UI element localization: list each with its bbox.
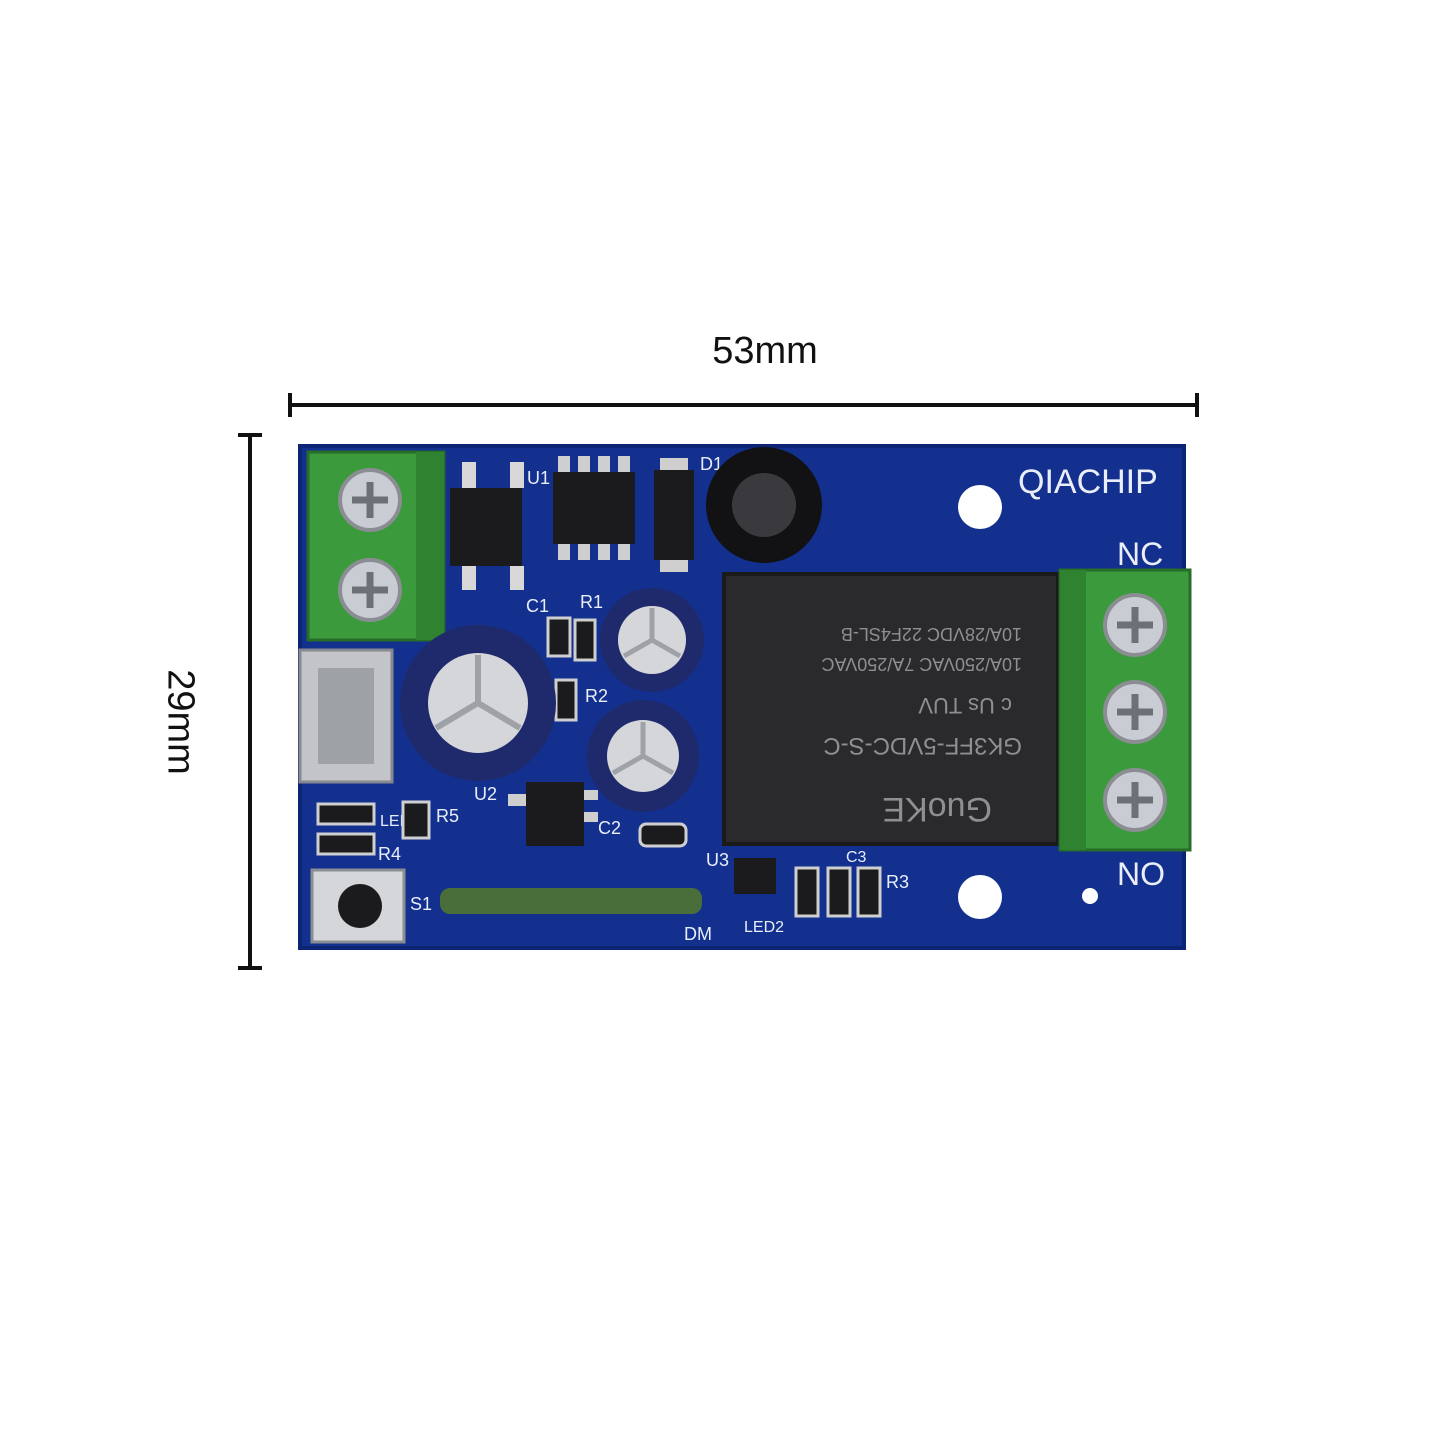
relay-brand-text: GuoKE (882, 790, 992, 828)
silk-s1: S1 (410, 894, 432, 914)
width-dimension-line (288, 393, 1199, 417)
smd-resistor (316, 832, 376, 856)
silk-c2: C2 (598, 818, 621, 838)
silk-c3: C3 (846, 849, 867, 866)
smd-resistor (401, 800, 431, 840)
relay: GuoKE GK3FF-5VDC-S-C c Us TUV 10A/250VAC… (722, 572, 1060, 846)
silk-u1: U1 (527, 468, 550, 488)
push-button-s1 (310, 868, 406, 944)
led2-smd (794, 866, 820, 918)
silk-c1: C1 (526, 596, 549, 616)
capacitor-large (400, 625, 556, 781)
relay-model-text: GK3FF-5VDC-S-C (823, 732, 1022, 759)
silk-r1: R1 (580, 592, 603, 612)
power-terminal-block (306, 450, 446, 642)
relay-terminal-block (1058, 568, 1192, 852)
regulator-u2 (508, 782, 598, 846)
smd-capacitor (638, 822, 688, 848)
diode-d1 (654, 458, 694, 572)
mounting-hole (958, 485, 1002, 529)
relay-rating-text: 10A/250VAC 7A/250VAC (822, 654, 1022, 674)
silk-led2: LED2 (744, 919, 784, 936)
silk-r2: R2 (585, 686, 608, 706)
silk-r5: R5 (436, 806, 459, 826)
silk-dm: DM (684, 924, 712, 944)
smd-resistor (546, 616, 572, 658)
chip-soic (553, 456, 635, 560)
capacitor-small (587, 700, 699, 812)
wifi-module-strip (440, 888, 702, 914)
brand-label: QIACHIP (1018, 463, 1158, 501)
silk-u2: U2 (474, 784, 497, 804)
regulator-u1 (450, 462, 524, 590)
smd-resistor (554, 678, 578, 722)
silk-r3: R3 (886, 872, 909, 892)
silk-d1: D1 (700, 454, 723, 474)
smd-resistor (573, 618, 597, 662)
smd-capacitor (826, 866, 852, 918)
via-hole (1082, 888, 1098, 904)
height-dimension-line (238, 433, 262, 970)
silk-u3: U3 (706, 850, 729, 870)
capacitor-small (600, 588, 704, 692)
micro-usb-port (298, 648, 394, 784)
nc-terminal-label: NC (1117, 536, 1163, 572)
smd-resistor (856, 866, 882, 918)
relay-cert-text: c Us TUV (918, 693, 1012, 718)
chip-u3 (734, 858, 776, 894)
width-dimension-label: 53mm (712, 330, 818, 372)
led-smd (316, 802, 376, 826)
silk-r4: R4 (378, 844, 401, 864)
inductor (706, 447, 822, 563)
mounting-hole (958, 875, 1002, 919)
relay-rating-text: 10A/28VDC 22F4SL-B (841, 624, 1022, 644)
no-terminal-label: NO (1117, 856, 1165, 892)
